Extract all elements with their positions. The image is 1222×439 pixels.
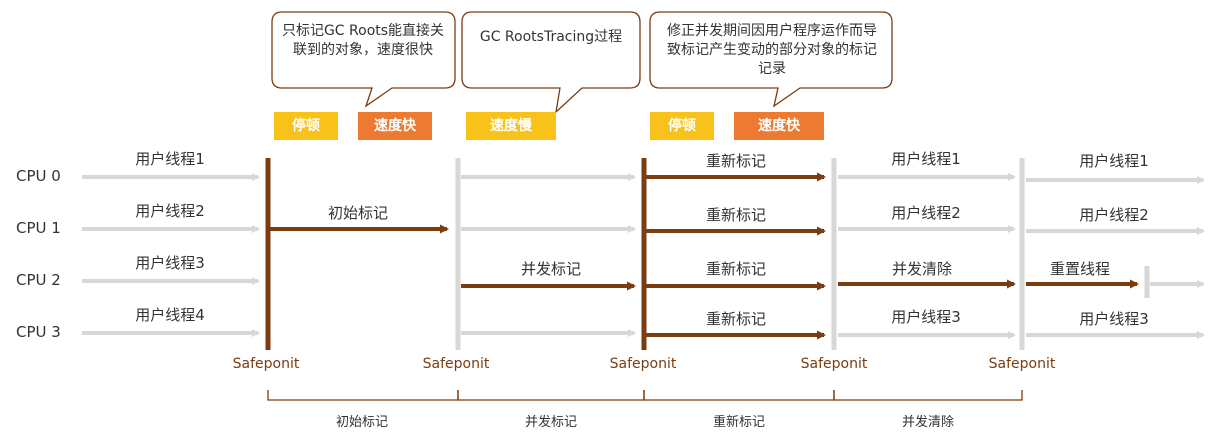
- phase-label-concurrent-mark: 并发标记: [524, 415, 578, 430]
- phase-bracket-concurrent-mark: [457, 390, 645, 401]
- sweep-thread-label-3: 用户线程3: [891, 308, 961, 326]
- initial-mark-label: 初始标记: [327, 204, 389, 222]
- initial-thread-label-2: 用户线程3: [135, 254, 205, 272]
- remark-label-1: 重新标记: [705, 206, 767, 224]
- callout-text-initial-mark: 只标记GC Roots能直接关联到的对象，速度很快: [281, 23, 445, 58]
- final-thread-label-3: 用户线程3: [1079, 310, 1149, 328]
- cpu-label-0: CPU 0: [16, 167, 61, 185]
- safepoint-label-4: Safeponit: [800, 356, 868, 372]
- callout-bubble-2: [461, 11, 641, 114]
- initial-thread-label-3: 用户线程4: [135, 306, 205, 324]
- safepoint-label-1: Safeponit: [232, 356, 300, 372]
- remark-label-2: 重新标记: [705, 260, 767, 278]
- phase-label-remark: 重新标记: [712, 415, 766, 430]
- initial-thread-label-0: 用户线程1: [135, 150, 205, 168]
- callout-bubble-1: [271, 11, 456, 108]
- tag-fast-remark: 速度快: [734, 112, 824, 140]
- remark-label-3: 重新标记: [705, 310, 767, 328]
- cpu-label-1: CPU 1: [16, 219, 61, 237]
- phase-bracket-remark: [643, 390, 835, 401]
- callout-bubble-3: [649, 11, 893, 108]
- tag-pause-initial: 停顿: [274, 112, 338, 140]
- concurrent-mark-label: 并发标记: [520, 260, 582, 278]
- tag-pause-remark: 停顿: [650, 112, 714, 140]
- sweep-thread-label-1: 用户线程2: [891, 204, 961, 222]
- final-thread-label-0: 用户线程1: [1079, 152, 1149, 170]
- phase-label-initial-mark: 初始标记: [335, 415, 389, 430]
- sweep-thread-label-0: 用户线程1: [891, 150, 961, 168]
- initial-thread-label-1: 用户线程2: [135, 202, 205, 220]
- cpu-label-3: CPU 3: [16, 323, 61, 341]
- phase-label-concurrent-sweep: 并发清除: [901, 415, 955, 430]
- tag-fast-initial: 速度快: [358, 112, 432, 140]
- phase-bracket-initial-mark: [267, 390, 459, 401]
- safepoint-label-3: Safeponit: [609, 356, 677, 372]
- tag-slow-concurrent: 速度慢: [466, 112, 556, 140]
- remark-label-0: 重新标记: [705, 152, 767, 170]
- final-thread-label-1: 用户线程2: [1079, 206, 1149, 224]
- callout-text-concurrent-mark: GC RootsTracing过程: [479, 29, 623, 45]
- callout-text-remark: 修正并发期间因用户程序运作而导致标记产生变动的部分对象的标记记录: [667, 23, 877, 77]
- safepoint-label-5: Safeponit: [988, 356, 1056, 372]
- phase-bracket-concurrent-sweep: [833, 390, 1023, 401]
- safepoint-label-2: Safeponit: [422, 356, 490, 372]
- reset-thread-label: 重置线程: [1049, 260, 1111, 278]
- concurrent-sweep-label: 并发清除: [891, 260, 953, 278]
- cpu-label-2: CPU 2: [16, 271, 61, 289]
